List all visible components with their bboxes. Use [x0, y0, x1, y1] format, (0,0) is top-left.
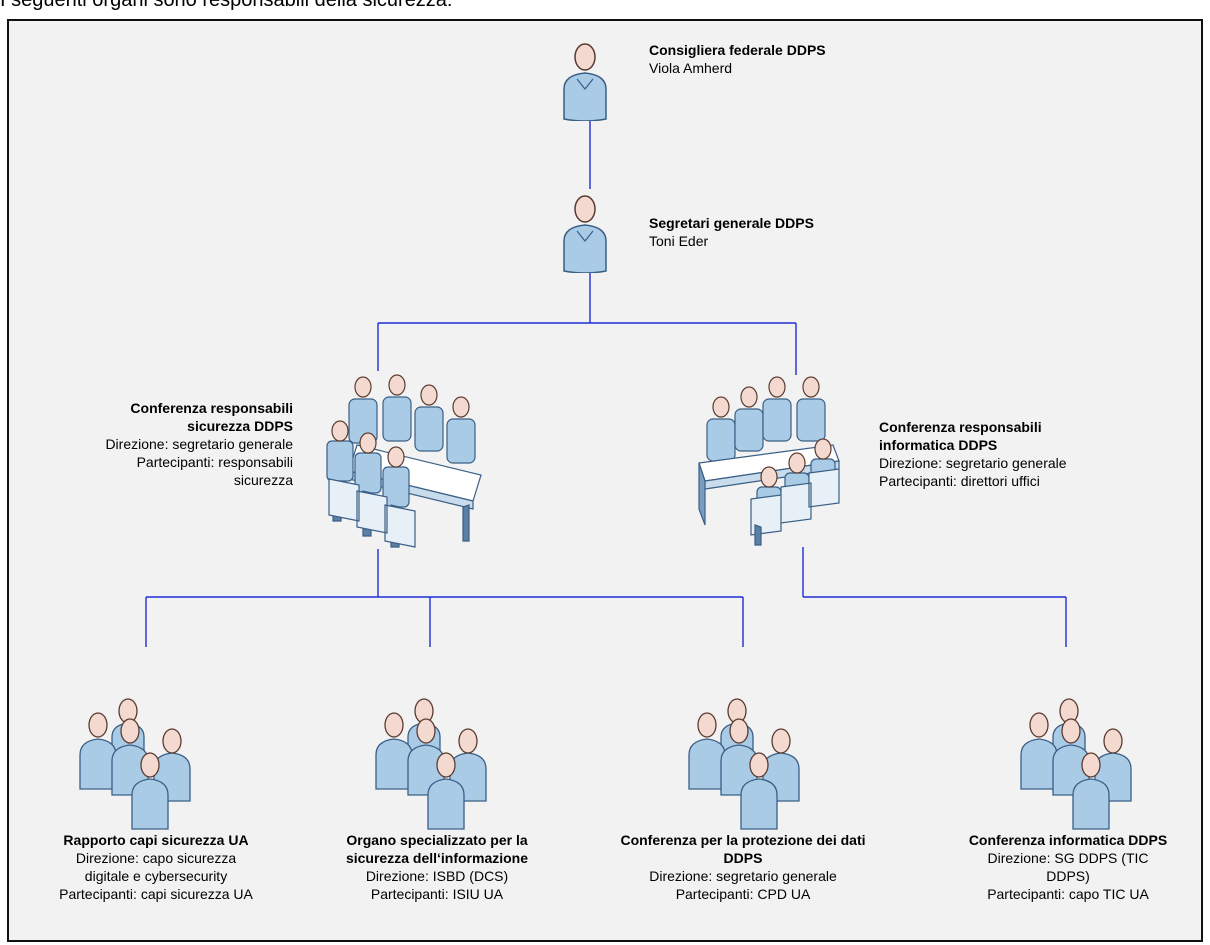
node-title: Rapporto capi sicurezza UA	[63, 832, 249, 848]
meeting-table-icon	[326, 374, 482, 548]
person-icon	[563, 195, 607, 273]
node-title: sicurezza dell‘informazione	[345, 850, 529, 866]
node-title: informatica DDPS	[879, 437, 998, 453]
node-participants: Partecipanti: CPD UA	[675, 886, 811, 902]
node-title: Conferenza per la protezione dei dati	[620, 832, 866, 848]
node-title: sicurezza DDPS	[187, 418, 293, 434]
node-title: DDPS	[723, 850, 763, 866]
node-direction: Direzione: SG DDPS (TIC	[987, 850, 1149, 866]
node-participants: Partecipanti: direttori uffici	[879, 473, 1040, 489]
node-secretary: Segretari generale DDPS Toni Eder	[649, 214, 814, 250]
node-councillor: Consigliera federale DDPS Viola Amherd	[649, 41, 826, 77]
node-direction: Direzione: segretario generale	[649, 868, 837, 884]
person-icon	[563, 43, 607, 121]
intro-text: I seguenti organi sono responsabili dell…	[0, 0, 453, 11]
node-direction: Direzione: capo sicurezza	[75, 850, 237, 866]
node-title: Conferenza responsabili	[879, 419, 1042, 435]
node-direction: digitale e cybersecurity	[84, 868, 228, 884]
node-person-name: Toni Eder	[649, 233, 709, 249]
group-icon	[688, 698, 800, 830]
node-direction: Direzione: segretario generale	[105, 436, 293, 452]
node-it-conference: Conferenza informatica DDPS Direzione: S…	[943, 831, 1193, 903]
node-info-security-body: Organo specializzato per la sicurezza de…	[307, 831, 567, 903]
node-security-chiefs: Rapporto capi sicurezza UA Direzione: ca…	[26, 831, 286, 903]
node-person-name: Viola Amherd	[649, 60, 733, 76]
node-title: Segretari generale DDPS	[649, 215, 814, 231]
connector-lines	[145, 121, 1067, 647]
node-participants: Partecipanti: responsabili	[136, 454, 293, 470]
node-participants: Partecipanti: ISIU UA	[370, 886, 504, 902]
group-icon	[79, 698, 191, 830]
node-participants: Partecipanti: capi sicurezza UA	[59, 886, 253, 902]
node-direction: Direzione: ISBD (DCS)	[365, 868, 509, 884]
group-icon	[375, 698, 487, 830]
node-title: Conferenza responsabili	[130, 400, 293, 416]
node-it-conference-heads: Conferenza responsabili informatica DDPS…	[879, 418, 1067, 490]
node-participants: Partecipanti: capo TIC UA	[987, 886, 1149, 902]
node-participants: sicurezza	[233, 472, 293, 488]
meeting-table-icon	[698, 376, 840, 546]
node-security-conference: Conferenza responsabili sicurezza DDPS D…	[39, 399, 293, 489]
node-title: Consigliera federale DDPS	[649, 42, 826, 58]
node-data-protection: Conferenza per la protezione dei dati DD…	[593, 831, 893, 903]
node-title: Organo specializzato per la	[346, 832, 528, 848]
node-title: Conferenza informatica DDPS	[968, 832, 1168, 848]
group-icon	[1020, 698, 1132, 830]
node-direction: Direzione: segretario generale	[879, 455, 1067, 471]
node-direction: DDPS)	[1046, 868, 1090, 884]
org-chart-frame: Consigliera federale DDPS Viola Amherd S…	[7, 19, 1203, 942]
